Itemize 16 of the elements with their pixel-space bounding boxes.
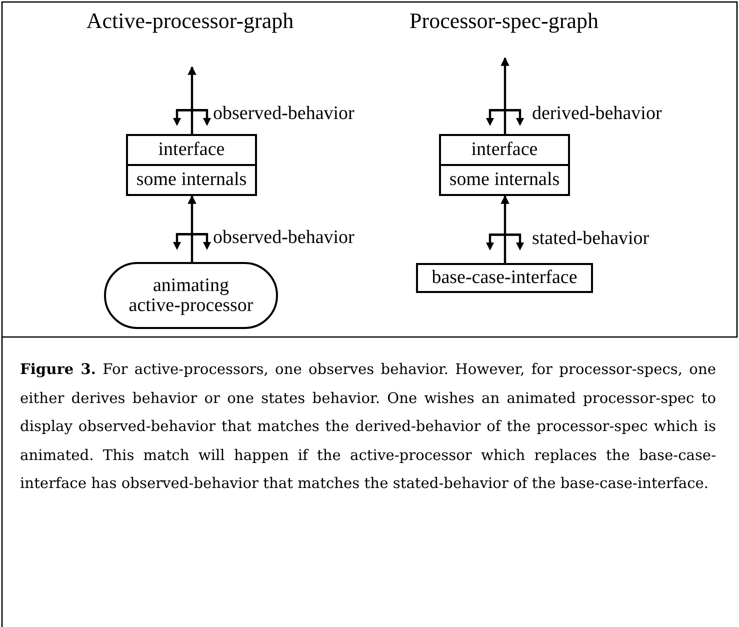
arrow [188, 195, 196, 262]
node-text: some internals [449, 170, 560, 190]
graph-heading: Active-processor-graph [86, 8, 294, 34]
node-title: animating active-processor [128, 276, 254, 316]
node-title: interface [158, 140, 225, 160]
component-box [126, 134, 257, 196]
caption: Figure 3. For active-processors, one observes behavior. However, for processor-specs, one either derives behavior or one states behavior. One wishes an animated processor-spec to display observed-behavior that matches the derived-behavior of the processor-spec which is animated. This match will happen if the active-processor which replaces the base-case-interface has observed-behavior that matches the stated-behavior of the base-case-interface. [20, 360, 716, 494]
component-box [439, 134, 570, 196]
node-title: interface [471, 140, 538, 160]
interface-box [416, 263, 593, 293]
arrow [500, 195, 510, 263]
node-title: base-case-interface [432, 268, 578, 288]
graph-heading: Processor-spec-graph [410, 8, 598, 34]
arrow [500, 57, 510, 134]
node-text: some internals [136, 170, 247, 190]
arrow [188, 66, 196, 134]
